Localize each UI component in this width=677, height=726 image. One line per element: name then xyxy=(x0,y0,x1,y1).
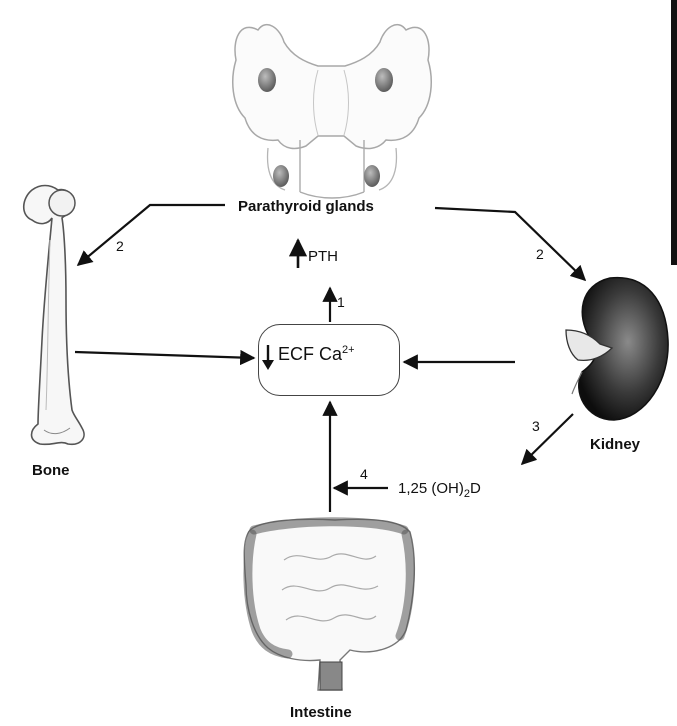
parathyroid-gland-lower-right xyxy=(364,165,380,187)
thyroid-illustration xyxy=(233,25,431,198)
step-number-1: 1 xyxy=(337,294,345,310)
vitamin-d-label: 1,25 (OH)2D xyxy=(398,480,481,500)
intestine-label: Intestine xyxy=(290,704,352,721)
pth-label: PTH xyxy=(308,248,338,265)
ecf-calcium-label: ECF Ca2+ xyxy=(278,344,355,365)
ecf-down-arrow-icon xyxy=(262,343,274,371)
arrow-parathyroid-to-kidney xyxy=(435,208,585,280)
arrow-kidney-to-vitd xyxy=(522,414,573,464)
bone-illustration xyxy=(24,186,84,445)
arrow-bone-to-ecf xyxy=(75,352,254,358)
parathyroid-gland-upper-right xyxy=(375,68,393,92)
step-number-4: 4 xyxy=(360,466,368,482)
arrow-parathyroid-to-bone xyxy=(78,205,225,265)
vitamin-d-suffix: D xyxy=(470,480,481,497)
intestine-illustration xyxy=(244,519,414,690)
step-number-3: 3 xyxy=(532,418,540,434)
step-number-2-bone: 2 xyxy=(116,238,124,254)
kidney-illustration xyxy=(566,278,668,420)
kidney-label: Kidney xyxy=(590,436,640,453)
parathyroid-label: Parathyroid glands xyxy=(238,198,374,215)
parathyroid-gland-upper-left xyxy=(258,68,276,92)
step-number-2-kidney: 2 xyxy=(536,246,544,262)
ecf-calcium-superscript: 2+ xyxy=(342,344,355,356)
bone-label: Bone xyxy=(32,462,70,479)
vitamin-d-prefix: 1,25 (OH) xyxy=(398,480,464,497)
ecf-calcium-text: ECF Ca xyxy=(278,344,342,364)
parathyroid-gland-lower-left xyxy=(273,165,289,187)
